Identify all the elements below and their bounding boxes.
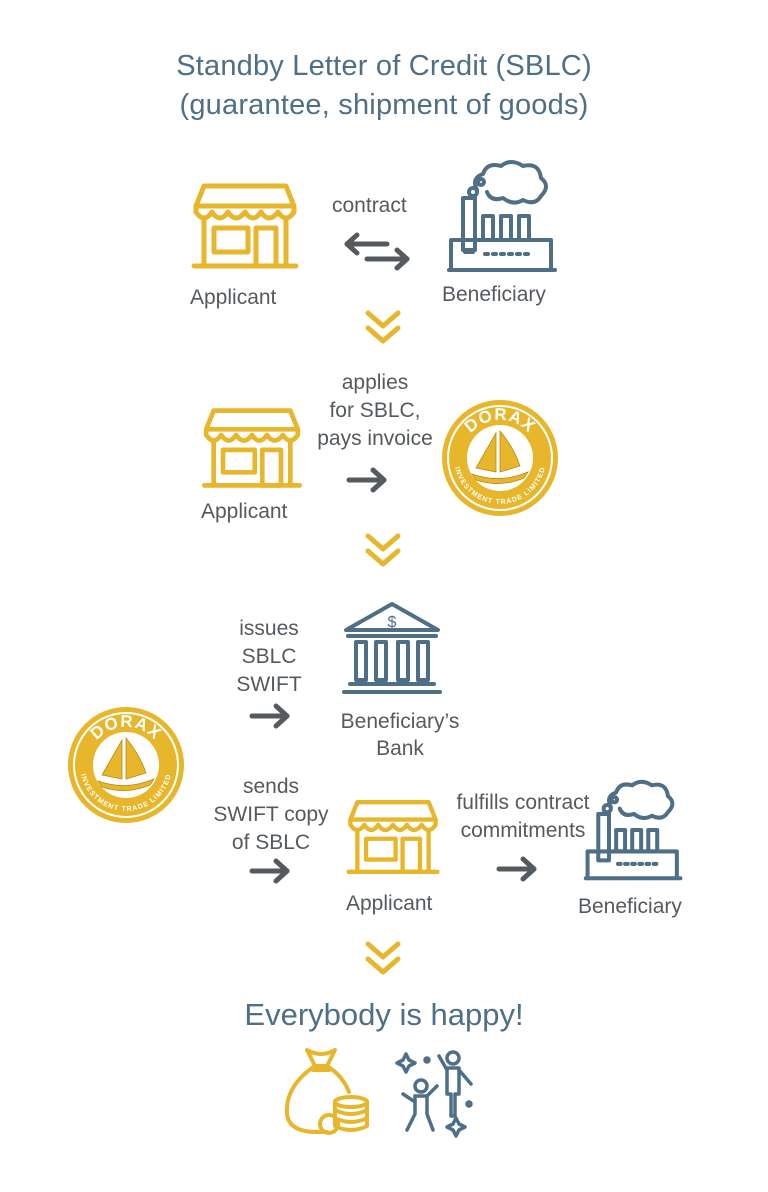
arrow-right-icon xyxy=(249,858,290,884)
applies-label-line-1: applies xyxy=(341,371,409,394)
factory-icon xyxy=(583,779,683,881)
chevron-down-icon xyxy=(365,941,401,975)
applies-label-line-3: pays invoice xyxy=(317,427,433,450)
step1-beneficiary-label: Beneficiary xyxy=(442,283,546,306)
arrow-right-icon xyxy=(496,856,537,882)
issues-label-line-2: SBLC xyxy=(241,645,297,668)
fulfills-label-line-1: fulfills contract xyxy=(456,791,590,814)
shop-icon xyxy=(191,183,299,269)
sends-label-line-3: of SBLC xyxy=(231,831,311,854)
dorax-logo-icon: DORAX INVESTMENT TRADE LIMITED xyxy=(68,707,184,823)
bank-label-line-1: Beneficiary’s xyxy=(340,710,460,733)
celebrating-people-icon xyxy=(395,1050,473,1138)
chevron-down-icon xyxy=(365,310,401,344)
sends-label-line-1: sends xyxy=(242,775,300,798)
step3-applicant-label: Applicant xyxy=(346,892,433,915)
exchange-arrows-icon xyxy=(344,232,410,271)
money-bag-icon xyxy=(284,1048,369,1135)
step2-applicant-label: Applicant xyxy=(201,500,288,523)
arrow-right-icon xyxy=(346,467,387,493)
sends-label-line-2: SWIFT copy xyxy=(213,803,329,826)
contract-label: contract xyxy=(332,194,407,217)
chevron-down-icon xyxy=(365,533,401,567)
arrow-right-icon xyxy=(249,703,290,729)
factory-icon xyxy=(447,160,557,272)
title-line-1: Standby Letter of Credit (SBLC) xyxy=(176,50,592,82)
svg-text:$: $ xyxy=(388,614,397,631)
bank-label-line-2: Bank xyxy=(376,737,424,760)
step3-beneficiary-label: Beneficiary xyxy=(578,895,682,918)
shop-icon xyxy=(201,408,303,488)
step1-applicant-label: Applicant xyxy=(190,286,277,309)
final-message: Everybody is happy! xyxy=(244,997,524,1032)
shop-icon xyxy=(346,800,440,874)
fulfills-label-line-2: commitments xyxy=(460,819,586,842)
dorax-logo-icon: DORAX INVESTMENT TRADE LIMITED xyxy=(442,400,558,516)
issues-label-line-1: issues xyxy=(239,617,299,640)
bank-icon: $ xyxy=(342,602,442,694)
applies-label-line-2: for SBLC, xyxy=(329,399,421,422)
title-line-2: (guarantee, shipment of goods) xyxy=(179,89,589,121)
issues-label-line-3: SWIFT xyxy=(236,673,302,696)
